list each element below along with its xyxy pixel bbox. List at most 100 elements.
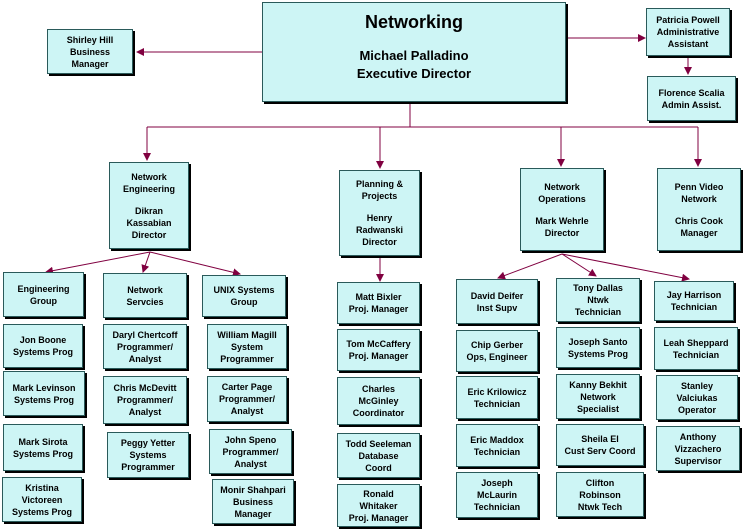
group-name: Engineering [17, 283, 70, 294]
person-name: Peggy Yetter [120, 438, 176, 448]
person-name: David Deifer [470, 290, 524, 301]
person-role: Manager [680, 227, 718, 238]
person-role: Network [580, 391, 616, 402]
staff-stanley-valciukas: Stanley Valciukas Operator [656, 375, 738, 420]
person-name: Jay Harrison [666, 290, 722, 300]
person-name: John Speno [224, 434, 277, 445]
person-role: Systems Prog [12, 448, 74, 459]
staff-peggy-yetter: Peggy Yetter Systems Programmer [107, 432, 189, 478]
person-name: Joseph Santo [568, 336, 628, 347]
staff-clifton-robinson: Clifton Robinson Ntwk Tech [556, 472, 644, 517]
dept-name: Penn Video [674, 181, 724, 192]
network-operations-box: Network Operations Mark Wehrle Director [520, 168, 604, 251]
staff-matt-bixler: Matt Bixler Proj. Manager [337, 282, 420, 324]
person-name: Todd Seeleman [345, 438, 412, 449]
person-name: Kanny Bekhit [569, 379, 627, 390]
engineering-group-box: Engineering Group [3, 272, 84, 317]
person-role: Systems Prog [12, 347, 74, 357]
person-name: McGinley [358, 396, 399, 406]
staff-david-deifer: David Deifer Inst Supv [456, 279, 538, 324]
person-name: Tom McCaffery [346, 339, 411, 349]
staff-eric-krilowicz: Eric Krilowicz Technician [456, 376, 538, 419]
person-name: Kristina [25, 482, 59, 493]
person-role: Technician [473, 502, 521, 512]
person-role: Analyst [230, 406, 264, 416]
person-role: Proj. Manager [348, 512, 409, 523]
person-name: Daryl Chertcoff [112, 329, 178, 340]
person-role: Manager [71, 58, 109, 69]
staff-kristina-victoreen: Kristina Victoreen Systems Prog [2, 477, 82, 522]
group-name: Group [30, 295, 57, 306]
person-role: Analyst [234, 458, 267, 469]
person-name: Tony Dallas [573, 283, 623, 293]
staff-william-magill: William Magill System Programmer [207, 324, 287, 369]
network-services-box: Network Servcies [103, 273, 187, 318]
staff-joseph-santo: Joseph Santo Systems Prog [556, 327, 640, 368]
connector-net-services [141, 251, 151, 273]
connector-unix-group [149, 251, 241, 277]
person-role: Specialist [576, 403, 620, 414]
dept-name: Network [131, 171, 167, 182]
person-name: Joseph [481, 478, 513, 488]
person-name: Sheila El [581, 434, 619, 444]
person-name: Mark Levinson [12, 382, 76, 393]
staff-todd-seeleman: Todd Seeleman Database Coord [337, 433, 420, 478]
person-role: Programmer/ [218, 394, 276, 404]
person-role: Programmer/ [116, 395, 174, 405]
person-name: Anthony [679, 431, 717, 442]
chart-title: Networking [364, 12, 463, 32]
person-role: Proj. Manager [348, 351, 409, 361]
person-role: Director [544, 227, 580, 238]
person-role: Administrative [656, 27, 720, 37]
person-role: Analyst [128, 407, 162, 417]
dept-name: Operations [538, 193, 586, 204]
person-name: Jon Boone [19, 335, 67, 345]
person-role: Coordinator [352, 408, 405, 418]
planning-projects-box: Planning & Projects Henry Radwanski Dire… [339, 170, 420, 256]
staff-joseph-mclaurin: Joseph McLaurin Technician [456, 472, 538, 518]
person-role: Director [362, 237, 397, 247]
person-role: Cust Serv Coord [564, 446, 636, 456]
dept-name: Engineering [122, 183, 175, 194]
connector-ops-left [497, 253, 563, 280]
dept-name: Network [544, 181, 580, 192]
person-name: Whitaker [359, 500, 398, 511]
person-role: Technician [574, 307, 622, 317]
person-role: Director [131, 229, 167, 240]
staff-monir-shahpari: Monir Shahpari Business Manager [212, 479, 294, 524]
group-name: Network [127, 284, 163, 295]
person-name: Victoreen [21, 494, 63, 505]
staff-mark-sirota: Mark Sirota Systems Prog [3, 424, 83, 471]
staff-chip-gerber: Chip Gerber Ops, Engineer [456, 330, 538, 372]
person-name: Leah Sheppard [663, 337, 729, 348]
person-role: Technician [672, 349, 720, 360]
person-role: Systems Prog [567, 348, 629, 359]
dept-name: Planning & [356, 179, 403, 189]
person-name: Dikran [134, 205, 163, 216]
person-role: Programmer/ [116, 341, 174, 352]
executive-role: Executive Director [356, 66, 472, 81]
person-name: Matt Bixler [355, 292, 402, 302]
person-role: Database [358, 450, 399, 461]
person-name: Robinson [579, 489, 621, 500]
person-role: Programmer [220, 353, 274, 364]
person-name: Eric Maddox [470, 434, 524, 445]
person-name: Charles [361, 384, 396, 394]
staff-carter-page: Carter Page Programmer/ Analyst [207, 376, 287, 422]
person-role: Systems [129, 450, 167, 460]
person-role: Technician [670, 302, 718, 312]
person-name: McLaurin [476, 490, 517, 500]
person-name: Ronald [363, 488, 394, 499]
person-role: Proj. Manager [348, 304, 409, 314]
dept-name: Network [681, 193, 717, 204]
staff-jon-boone: Jon Boone Systems Prog [3, 324, 83, 368]
person-role: Coord [365, 462, 392, 473]
person-role: System [230, 341, 264, 352]
person-role: Analyst [128, 353, 162, 364]
person-name: Mark Wehrle [535, 215, 589, 226]
staff-anthony-vizzachero: Anthony Vizzachero Supervisor [656, 426, 740, 471]
person-name: Patricia Powell [656, 15, 720, 25]
person-name: Vizzachero [674, 443, 722, 454]
